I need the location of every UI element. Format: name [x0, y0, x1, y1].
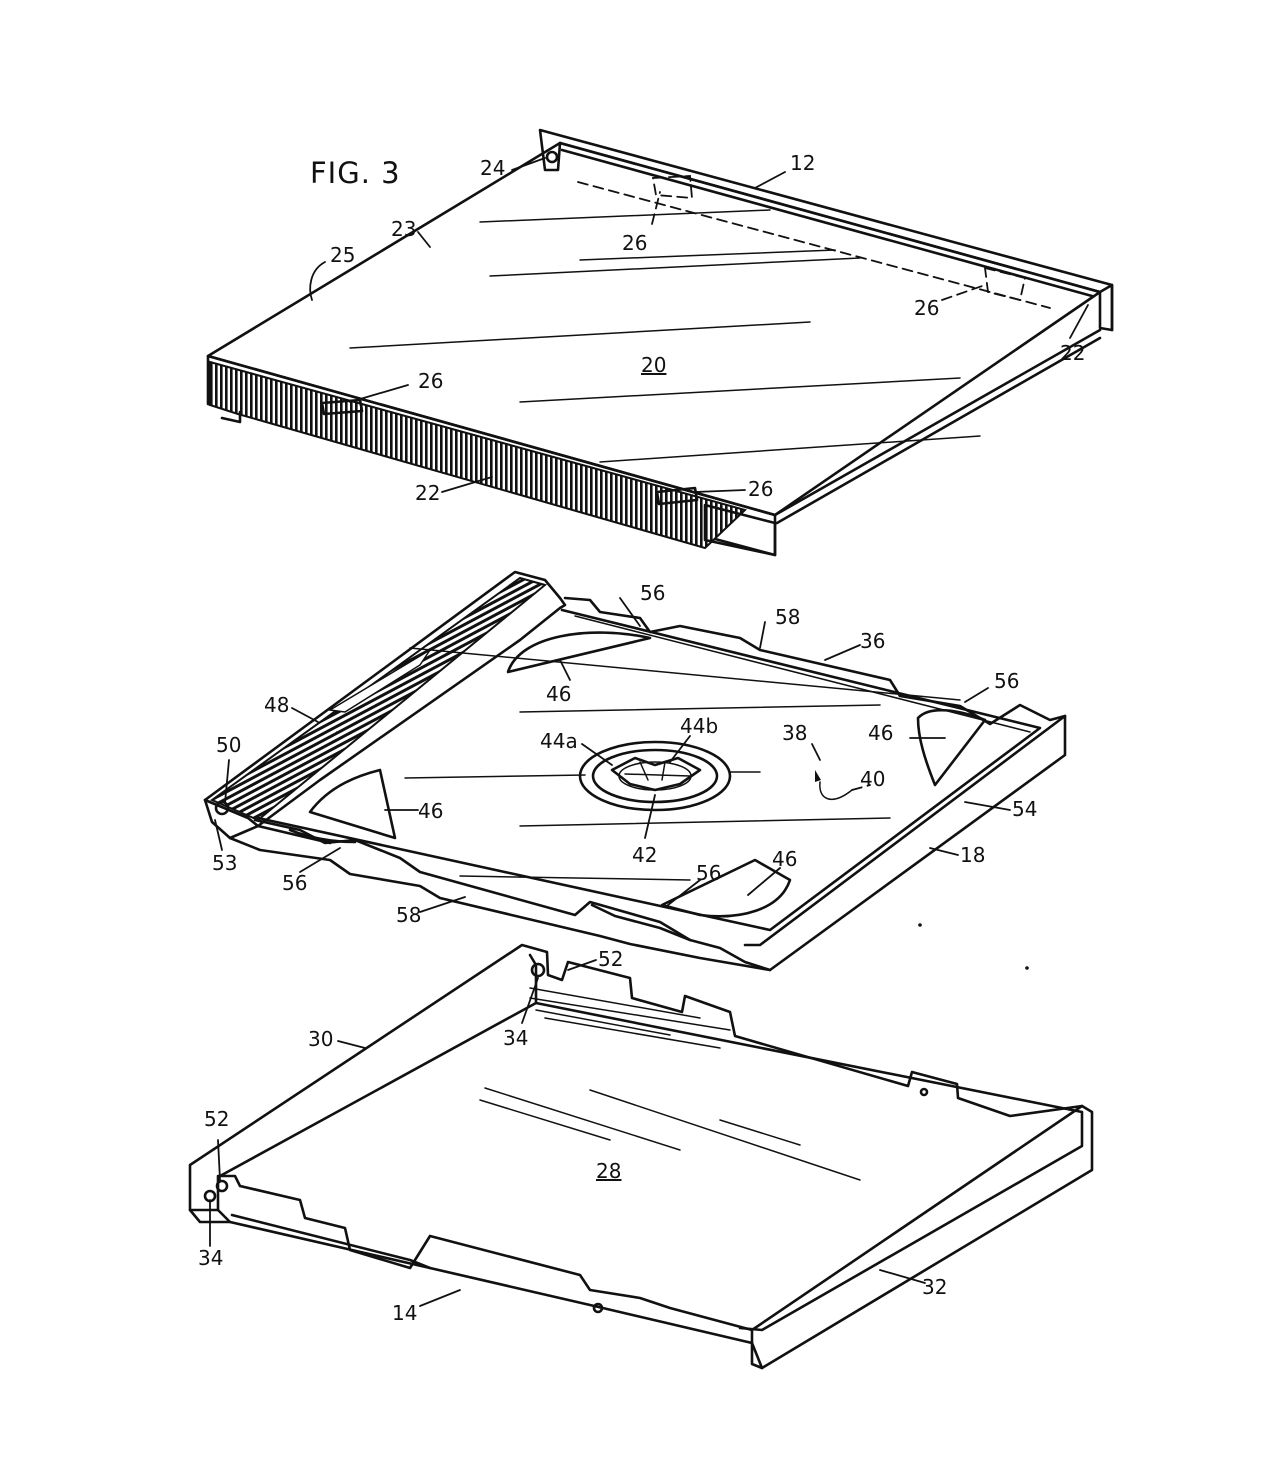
ref-label-56: 56 — [696, 861, 721, 885]
ref-label-40: 40 — [860, 767, 885, 791]
ref-label-12: 12 — [790, 151, 815, 175]
ref-label-38: 38 — [782, 721, 807, 745]
cover-lid-12 — [206, 128, 1114, 557]
ref-label-34: 34 — [198, 1246, 223, 1270]
ref-label-44b: 44b — [680, 714, 718, 738]
hinge-pin-24 — [545, 150, 559, 164]
ref-label-22: 22 — [415, 481, 440, 505]
ref-label-58: 58 — [396, 903, 421, 927]
ref-label-26: 26 — [748, 477, 773, 501]
ref-label-26: 26 — [418, 369, 443, 393]
ref-label-23: 23 — [391, 217, 416, 241]
base-14 — [188, 923, 1094, 1370]
ref-label-54: 54 — [1012, 797, 1037, 821]
lid-panel-20 — [206, 141, 1102, 517]
ref-label-26: 26 — [622, 231, 647, 255]
ref-label-34: 34 — [503, 1026, 528, 1050]
ref-label-58: 58 — [775, 605, 800, 629]
ref-label-32: 32 — [922, 1275, 947, 1299]
hinge-pin-50 — [214, 800, 230, 816]
ref-label-46: 46 — [772, 847, 797, 871]
ref-label-24: 24 — [480, 156, 505, 180]
spine-22-ribbed — [209, 360, 747, 550]
ref-label-56: 56 — [640, 581, 665, 605]
ref-label-36: 36 — [860, 629, 885, 653]
ref-label-18: 18 — [960, 843, 985, 867]
ref-label-50: 50 — [216, 733, 241, 757]
leader-lines — [209, 157, 1089, 1307]
ref-label-46: 46 — [418, 799, 443, 823]
ref-label-53: 53 — [212, 851, 237, 875]
ref-label-48: 48 — [264, 693, 289, 717]
ref-label-46: 46 — [868, 721, 893, 745]
ref-label-28: 28 — [596, 1159, 621, 1183]
ref-label-26: 26 — [914, 296, 939, 320]
ref-label-22: 22 — [1060, 341, 1085, 365]
ref-label-52: 52 — [598, 947, 623, 971]
ref-label-52: 52 — [204, 1107, 229, 1131]
ref-label-14: 14 — [392, 1301, 417, 1325]
figure-title: FIG. 3 — [310, 156, 401, 190]
ref-label-56: 56 — [282, 871, 307, 895]
ref-label-56: 56 — [994, 669, 1019, 693]
center-hub-42 — [578, 740, 732, 812]
ref-label-44a: 44a — [540, 729, 578, 753]
ref-label-25: 25 — [330, 243, 355, 267]
disc-tray-18 — [203, 570, 1067, 972]
ref-label-42: 42 — [632, 843, 657, 867]
ref-label-30: 30 — [308, 1027, 333, 1051]
ref-label-46: 46 — [546, 682, 571, 706]
ref-label-20: 20 — [641, 353, 666, 377]
